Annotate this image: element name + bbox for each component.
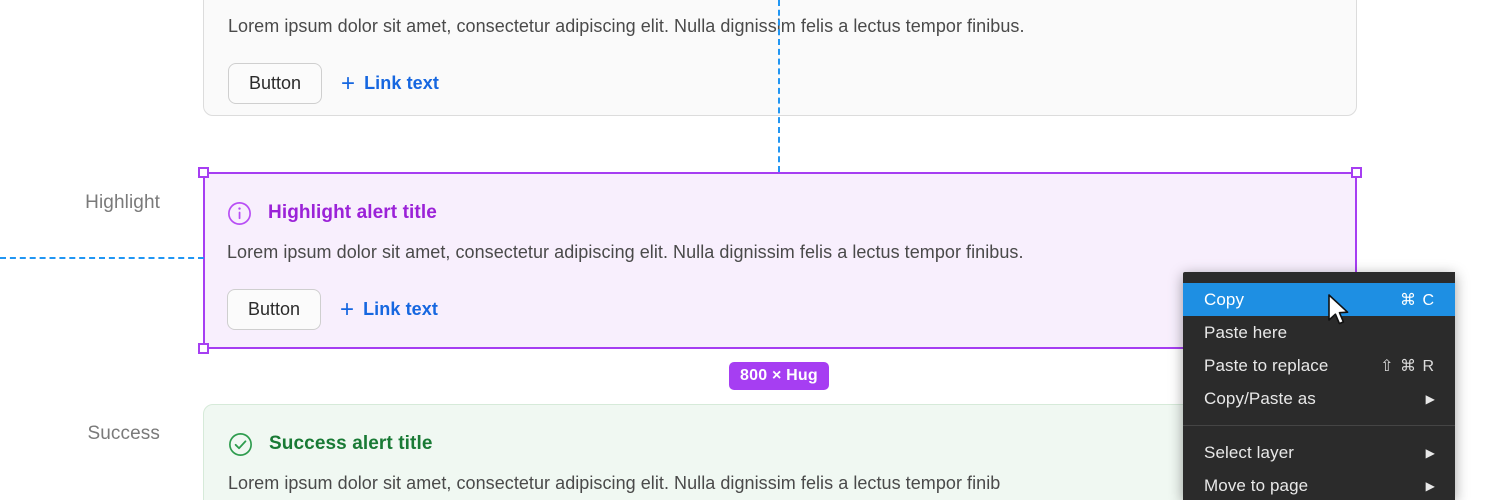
vertical-guide-line [778,0,780,172]
menu-item-paste-to-replace[interactable]: Paste to replace ⇧ ⌘ R [1183,349,1455,382]
menu-item-label: Paste here [1204,322,1288,342]
alert-button[interactable]: Button [228,63,323,104]
alert-link-label: Link text [363,299,438,319]
alert-card-success[interactable]: Success alert title Lorem ipsum dolor si… [203,404,1357,500]
alert-title: Highlight alert title [268,202,437,223]
row-label-highlight: Highlight [85,192,160,213]
menu-item-select-layer[interactable]: Select layer ▶ [1183,436,1455,469]
menu-item-shortcut: ⇧ ⌘ R [1380,357,1435,375]
alert-link[interactable]: + Link text [340,295,438,323]
alert-body-text: Lorem ipsum dolor sit amet, consectetur … [228,16,1025,36]
alert-button[interactable]: Button [227,289,322,330]
alert-actions: Button + Link text [228,63,1332,104]
alert-card-highlight[interactable]: Highlight alert title Lorem ipsum dolor … [203,172,1357,349]
row-label-success: Success [87,423,160,444]
alert-header: Success alert title [228,431,1332,457]
menu-item-label: Select layer [1204,442,1295,462]
alert-body-text: Lorem ipsum dolor sit amet, consectetur … [227,242,1024,262]
alert-body-text: Lorem ipsum dolor sit amet, consectetur … [228,473,1001,493]
menu-item-shortcut: ⌘ C [1400,291,1435,309]
menu-item-label: Paste to replace [1204,355,1329,375]
size-badge: 800 × Hug [729,362,829,390]
alert-card-neutral[interactable]: Lorem ipsum dolor sit amet, consectetur … [203,0,1357,116]
context-menu[interactable]: Copy ⌘ C Paste here Paste to replace ⇧ ⌘… [1183,272,1455,500]
menu-item-paste-here[interactable]: Paste here [1183,316,1455,349]
alert-actions: Button + Link text [227,289,1333,330]
alert-header: Highlight alert title [227,200,1333,226]
menu-item-label: Move to page [1204,475,1309,495]
submenu-arrow-icon: ▶ [1425,478,1435,493]
check-circle-icon [229,432,252,456]
menu-item-copy[interactable]: Copy ⌘ C [1183,283,1455,316]
menu-item-copy-paste-as[interactable]: Copy/Paste as ▶ [1183,382,1455,415]
alert-link[interactable]: + Link text [341,69,439,97]
menu-item-label: Copy [1204,289,1245,309]
menu-item-move-to-page[interactable]: Move to page ▶ [1183,469,1455,500]
submenu-arrow-icon: ▶ [1425,445,1435,460]
horizontal-guide-line [0,257,204,259]
info-circle-icon [228,201,251,225]
plus-icon: + [341,69,356,97]
submenu-arrow-icon: ▶ [1425,391,1435,406]
menu-item-label: Copy/Paste as [1204,388,1316,408]
alert-title: Success alert title [269,433,433,454]
plus-icon: + [340,295,355,323]
menu-separator [1183,425,1455,426]
alert-link-label: Link text [364,73,439,93]
mouse-cursor [1328,294,1349,325]
